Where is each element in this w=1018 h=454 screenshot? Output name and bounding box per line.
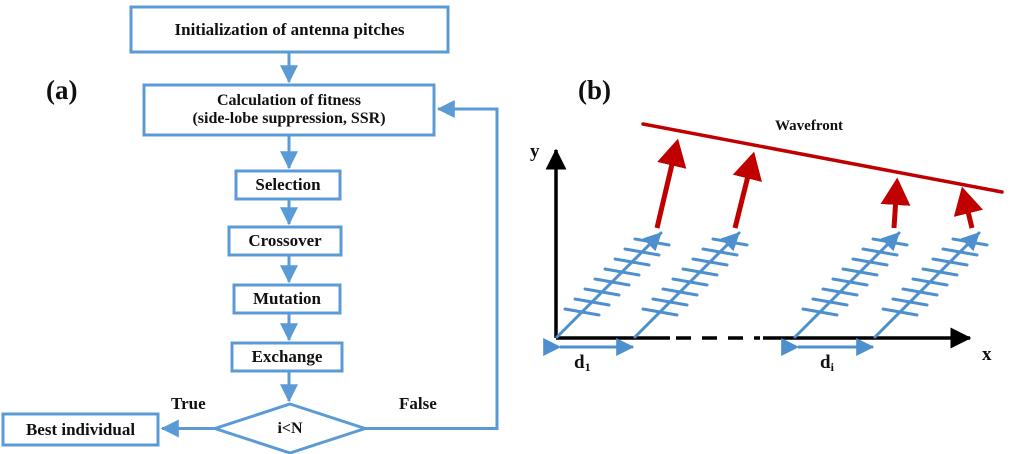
wavefront-label: Wavefront — [775, 118, 844, 134]
node-mutation-label: Mutation — [234, 285, 340, 313]
node-best-text: Best individual — [25, 419, 136, 439]
node-exchange-label: Exchange — [232, 343, 342, 371]
node-exchange-text: Exchange — [251, 347, 323, 367]
antenna-4-boom — [873, 231, 981, 339]
dimension-label-d1: d1 — [574, 352, 591, 374]
ray-arrow-2 — [732, 151, 762, 229]
edge-label-true: True — [171, 394, 206, 413]
edge-decision-false-feedback — [365, 100, 499, 430]
antenna-3-element — [811, 297, 849, 307]
node-selection-label: Selection — [236, 171, 340, 199]
antenna-1-element — [633, 237, 671, 247]
node-exchange-shape[interactable] — [230, 341, 344, 373]
node-crossover-label: Crossover — [229, 227, 341, 255]
antenna-1-element — [573, 297, 611, 307]
antenna-1-element — [623, 247, 661, 257]
ray-arrow-1 — [654, 138, 687, 229]
antenna-2-element — [641, 307, 679, 317]
node-selection-text: Selection — [255, 175, 321, 195]
ray-arrows — [654, 138, 984, 229]
antenna-2[interactable] — [633, 231, 749, 339]
antenna-2-element — [661, 287, 699, 297]
antenna-1-element — [613, 257, 651, 267]
node-decision-label: i<N — [215, 404, 365, 453]
antenna-3-element — [821, 287, 859, 297]
antenna-4-element — [901, 287, 939, 297]
antenna-4-element — [931, 257, 969, 267]
antenna-1-element — [603, 267, 641, 277]
y-axis-label: y — [530, 141, 540, 162]
node-init-shape[interactable] — [129, 5, 450, 54]
dimension-label-di-base: d — [820, 352, 831, 373]
antenna-1-element — [583, 287, 621, 297]
node-fitness-line-1: Calculation of fitness — [217, 92, 361, 110]
antenna-4-element — [891, 297, 929, 307]
node-mutation-shape[interactable] — [232, 283, 342, 315]
node-best-label: Best individual — [3, 414, 158, 445]
antenna-1-element — [563, 307, 601, 317]
dimension-label-di: di — [820, 352, 834, 374]
antenna-3-element — [861, 247, 899, 257]
antenna-3[interactable] — [793, 231, 909, 339]
wavefront-line — [641, 122, 1004, 194]
antenna-2-element — [701, 247, 739, 257]
ray-arrow-3 — [880, 177, 911, 229]
antenna-4-element — [881, 307, 919, 317]
antenna-4-element — [921, 267, 959, 277]
flowchart-shapes — [1, 5, 450, 454]
panel-label-a: (a) — [46, 75, 78, 105]
antenna-3-element — [851, 257, 889, 267]
antenna-1-element — [593, 277, 631, 287]
antenna-2-element — [691, 257, 729, 267]
antenna-2-element — [711, 237, 749, 247]
node-decision-text: i<N — [277, 419, 303, 437]
antenna-1-boom — [555, 231, 663, 339]
dimension-label-di-sub: i — [830, 360, 834, 374]
ray-arrow-4 — [953, 186, 984, 229]
edge-label-false: False — [399, 394, 437, 413]
dimension-label-d1-sub: 1 — [584, 360, 591, 374]
antenna-3-element — [871, 237, 909, 247]
antenna-1[interactable] — [555, 231, 671, 339]
node-init-line-1: Initialization of antenna pitches — [174, 19, 405, 39]
antenna-3-element — [831, 277, 869, 287]
antenna-4[interactable] — [873, 231, 989, 339]
flowchart-connectors — [160, 52, 499, 438]
antenna-2-element — [651, 297, 689, 307]
node-crossover-shape[interactable] — [227, 225, 343, 257]
antenna-3-boom — [793, 231, 901, 339]
node-fitness-label: Calculation of fitness (side-lobe suppre… — [144, 85, 434, 135]
antenna-2-boom — [633, 231, 741, 339]
antenna-4-element — [941, 247, 979, 257]
node-crossover-text: Crossover — [248, 231, 322, 251]
antenna-4-element — [911, 277, 949, 287]
dimension-label-d1-base: d — [574, 352, 585, 373]
x-axis-label: x — [982, 344, 992, 365]
antenna-2-element — [671, 277, 709, 287]
node-init-label: Initialization of antenna pitches — [131, 7, 448, 52]
node-mutation-text: Mutation — [253, 289, 321, 309]
antenna-3-element — [841, 267, 879, 277]
node-fitness-line-2: (side-lobe suppression, SSR) — [192, 110, 386, 127]
antenna-array — [555, 231, 989, 339]
node-best-shape[interactable] — [1, 412, 160, 447]
panel-label-b: (b) — [578, 75, 611, 105]
antenna-2-element — [681, 267, 719, 277]
antenna-4-element — [951, 237, 989, 247]
antenna-3-element — [801, 307, 839, 317]
node-decision-shape[interactable] — [210, 402, 370, 454]
